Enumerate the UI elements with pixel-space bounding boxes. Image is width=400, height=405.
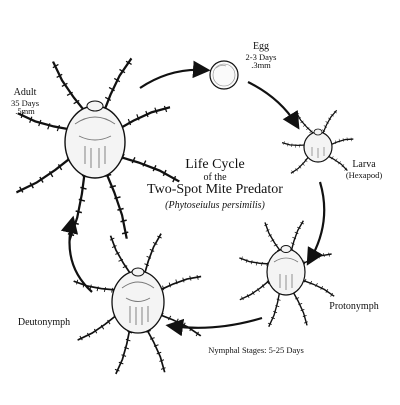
- nymphal-stages-note: Nymphal Stages: 5-25 Days: [208, 345, 304, 355]
- larva-label-group: Larva (Hexapod): [334, 159, 394, 180]
- egg-label-group: Egg 2-3 Days .3mm: [236, 41, 286, 71]
- arrow-larva-to-protonymph: [306, 181, 326, 266]
- larva-mite-illustration: [280, 108, 355, 177]
- egg-size: .3mm: [251, 60, 271, 71]
- arrow-protonymph-to-deutonymph: [165, 316, 263, 337]
- title-line-1: Life Cycle: [185, 157, 245, 172]
- title-line-3: Two-Spot Mite Predator: [147, 182, 283, 198]
- adult-label-group: Adult 35 Days .5mm: [2, 87, 48, 117]
- scientific-name: (Phytoseiulus persimilis): [165, 199, 265, 211]
- arrow-egg-to-larva: [247, 81, 300, 130]
- egg-stage-name: Egg: [252, 41, 270, 52]
- adult-duration: 35 Days: [10, 97, 40, 108]
- arrow-deutonymph-to-adult: [60, 215, 93, 293]
- arrow-adult-to-egg: [139, 60, 211, 89]
- title-line-2: of the: [203, 171, 227, 183]
- larva-stage-name: Larva: [352, 159, 376, 170]
- adult-stage-name: Adult: [13, 87, 37, 98]
- protonymph-mite-illustration: [237, 218, 337, 329]
- diagram-title: Life Cycle of the Two-Spot Mite Predator…: [130, 157, 300, 211]
- egg-illustration: [209, 60, 239, 90]
- protonymph-stage-name: Protonymph: [329, 301, 379, 312]
- deutonymph-mite-illustration: [71, 230, 204, 377]
- larva-note: (Hexapod): [345, 169, 383, 180]
- egg-duration: 2-3 Days: [245, 51, 277, 62]
- adult-mite-illustration: [12, 54, 184, 242]
- deutonymph-stage-name: Deutonymph: [17, 317, 71, 328]
- adult-size: .5mm: [15, 106, 35, 117]
